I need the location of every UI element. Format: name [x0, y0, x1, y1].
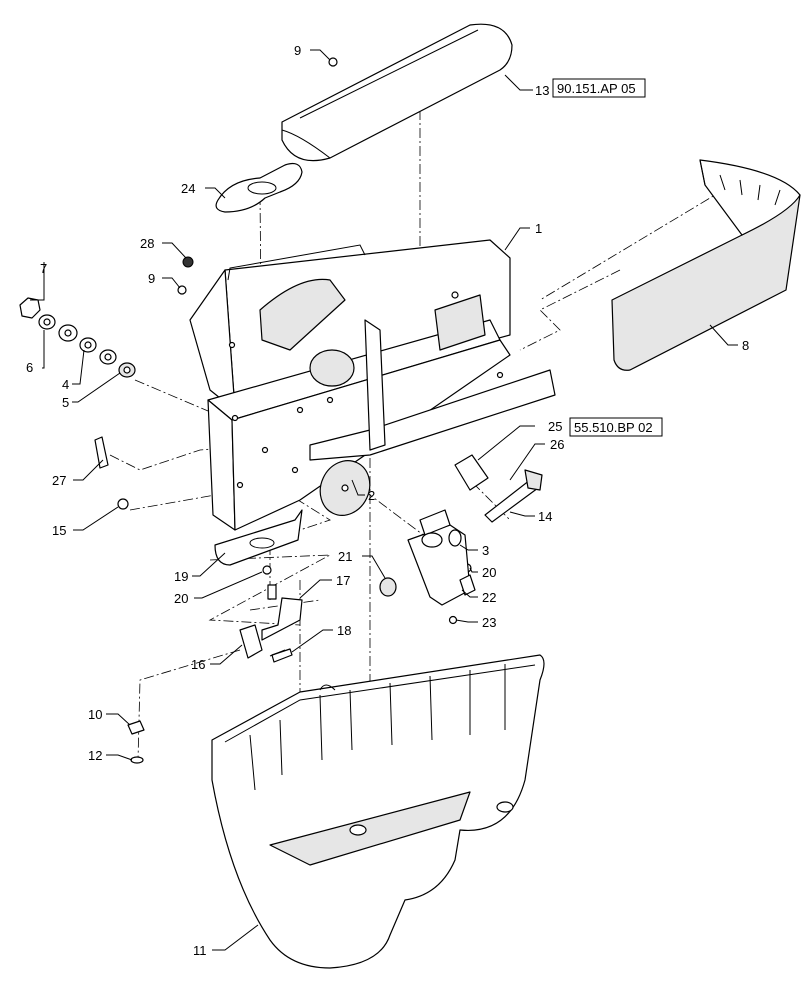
callout-label: 7 — [40, 261, 47, 276]
callout-label: 17 — [336, 573, 350, 588]
round-plate — [319, 460, 371, 516]
callout-label: 10 — [88, 707, 102, 722]
callout-label: 23 — [482, 615, 496, 630]
callout-label: 26 — [550, 437, 564, 452]
callout-label: 20 — [482, 565, 496, 580]
callout-label: 18 — [337, 623, 351, 638]
callout-label: 4 — [62, 377, 69, 392]
callout-label: 1 — [535, 221, 542, 236]
side-cover-panel — [611, 159, 801, 371]
callout-label: 9 — [294, 43, 301, 58]
lower-bracket-plate — [214, 509, 303, 566]
callout-label: 24 — [181, 181, 195, 196]
clamp-bracket — [239, 597, 303, 663]
callout-label: 3 — [482, 543, 489, 558]
callout-label: 5 — [62, 395, 69, 410]
reference-code: 55.510.BP 02 — [574, 420, 653, 435]
callout-label: 25 — [548, 419, 562, 434]
callout-label: 9 — [148, 271, 155, 286]
hinge-assembly — [407, 509, 476, 606]
callout-label: 21 — [338, 549, 352, 564]
callout-label: 11 — [193, 943, 207, 958]
gasket — [215, 162, 303, 213]
callout-label: 27 — [52, 473, 66, 488]
callout-label: 6 — [26, 360, 33, 375]
callout-label: 8 — [742, 338, 749, 353]
reference-boxes: 90.151.AP 05 55.510.BP 02 — [552, 78, 663, 437]
callout-label: 28 — [140, 236, 154, 251]
callout-label: 2 — [368, 488, 375, 503]
callout-label: 13 — [535, 83, 549, 98]
callout-label: 19 — [174, 569, 188, 584]
latch-bolt — [454, 454, 543, 523]
leader-lines — [30, 49, 738, 951]
callout-labels: 9 13 24 1 28 9 7 6 4 5 8 25 26 27 2 14 1… — [26, 43, 749, 958]
callout-label: 12 — [88, 748, 102, 763]
callout-label: 15 — [52, 523, 66, 538]
main-bracket — [189, 239, 556, 531]
callout-label: 22 — [482, 590, 496, 605]
armrest-pad — [281, 23, 513, 162]
callout-label: 14 — [538, 509, 552, 524]
callout-label: 16 — [191, 657, 205, 672]
callout-label: 20 — [174, 591, 188, 606]
reference-code: 90.151.AP 05 — [557, 81, 636, 96]
reference-box — [569, 417, 663, 437]
reference-box — [552, 78, 646, 98]
nut-washer-stack — [19, 297, 136, 378]
lower-housing — [211, 654, 545, 969]
